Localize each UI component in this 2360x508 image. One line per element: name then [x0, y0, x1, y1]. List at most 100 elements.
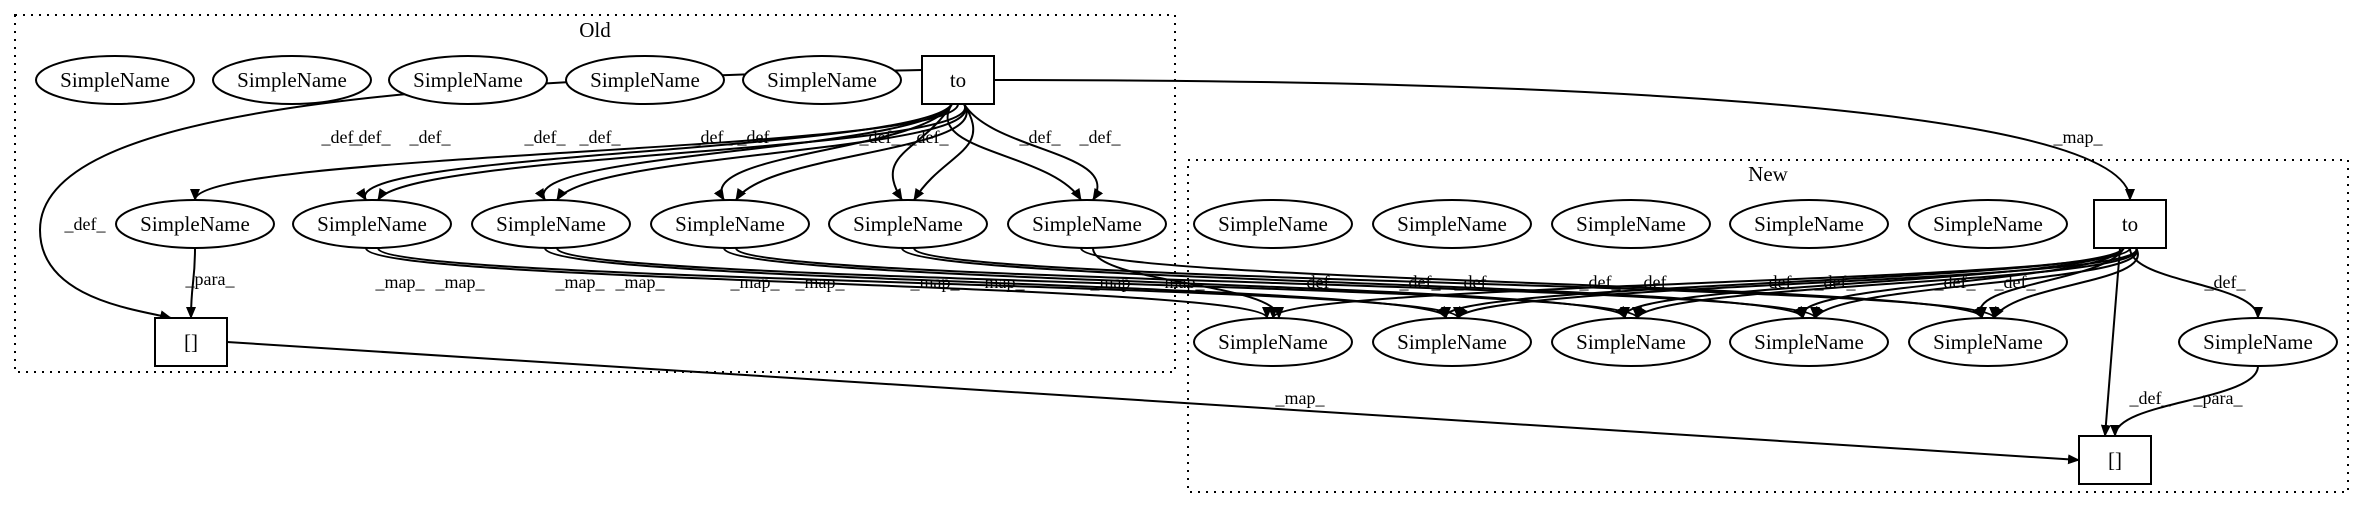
node-label: SimpleName	[1576, 330, 1686, 354]
old-cluster-box	[14, 14, 1176, 373]
node-label: SimpleName	[1933, 330, 2043, 354]
edge-label-def: _def_	[1019, 127, 1062, 147]
edge-def-arrow	[891, 103, 953, 201]
edge-def-arrow	[913, 103, 975, 201]
edge-label-def: _def_	[859, 127, 902, 147]
edge-map-arrow	[901, 247, 1808, 319]
edge-map-arrow	[544, 247, 1451, 319]
node-ellipse	[1908, 317, 2068, 367]
node-ellipse	[828, 199, 988, 249]
node-o-iso2: SimpleName	[212, 55, 372, 105]
node-ellipse	[1729, 199, 1889, 249]
node-o-to: to	[921, 55, 995, 105]
node-box	[2078, 435, 2152, 485]
node-label: []	[2108, 448, 2122, 472]
edge-label-def: _def_	[737, 127, 780, 147]
node-ellipse	[2178, 317, 2338, 367]
edge-def-arrow	[355, 103, 953, 201]
node-label: SimpleName	[1754, 330, 1864, 354]
edge-label-def: _def_	[1297, 272, 1340, 292]
node-label: SimpleName	[317, 212, 427, 236]
edge-label-def: _def_	[1079, 127, 1122, 147]
edge-def-arrow	[2100, 247, 2121, 437]
node-ellipse	[1551, 199, 1711, 249]
node-ellipse	[1007, 199, 1167, 249]
edge-def-arrow	[2129, 247, 2263, 319]
node-n-to: to	[2093, 199, 2167, 249]
edge-label-def: _def_	[321, 127, 364, 147]
node-n-sn3: SimpleName	[1729, 317, 1889, 367]
edge-label-map: _map_	[435, 272, 486, 292]
node-o-sn5: SimpleName	[1007, 199, 1167, 249]
edge-label-def: _def_	[1634, 272, 1677, 292]
node-ellipse	[1372, 317, 1532, 367]
node-o-iso4: SimpleName	[565, 55, 725, 105]
node-label: SimpleName	[1576, 212, 1686, 236]
edge-label-def: _def_	[1399, 272, 1442, 292]
node-n-sn5: SimpleName	[2178, 317, 2338, 367]
node-o-sn4: SimpleName	[828, 199, 988, 249]
node-label: SimpleName	[2203, 330, 2313, 354]
edge-para-arrow	[2110, 365, 2259, 437]
edges: _map__def__def__def__def__def__def__def_…	[38, 69, 2263, 465]
node-ellipse	[115, 199, 275, 249]
node-box	[154, 317, 228, 367]
node-ellipse	[650, 199, 810, 249]
edge-label-def: _def_	[1814, 272, 1857, 292]
edge-map-arrow	[993, 79, 2135, 201]
node-o-sn3: SimpleName	[650, 199, 810, 249]
edge-def-arrow	[735, 103, 968, 201]
node-ellipse	[212, 55, 372, 105]
node-n-iso3: SimpleName	[1551, 199, 1711, 249]
node-label: SimpleName	[413, 68, 523, 92]
edge-label-def: _def_	[907, 127, 950, 147]
node-ellipse	[1193, 317, 1353, 367]
old-cluster-label: Old	[579, 18, 611, 42]
node-n-iso5: SimpleName	[1908, 199, 2068, 249]
edge-label-map: _map_	[2053, 127, 2104, 147]
edge-label-map: _map_	[555, 272, 606, 292]
node-ellipse	[1908, 199, 2068, 249]
edge-def-arrow	[1615, 247, 2125, 319]
node-label: SimpleName	[496, 212, 606, 236]
node-ellipse	[388, 55, 548, 105]
edge-label-def: _def_	[691, 127, 734, 147]
edge-label-para: _para_	[2193, 388, 2244, 408]
new-cluster-label: New	[1748, 162, 1788, 186]
node-label: []	[184, 330, 198, 354]
node-o-iso1: SimpleName	[35, 55, 195, 105]
node-label: SimpleName	[60, 68, 170, 92]
node-ellipse	[742, 55, 902, 105]
edge-map-arrow	[226, 341, 2080, 465]
node-n-iso4: SimpleName	[1729, 199, 1889, 249]
edge-def-arrow	[1457, 247, 2138, 319]
node-label: SimpleName	[1754, 212, 1864, 236]
edge-def-arrow	[534, 103, 953, 201]
node-label: SimpleName	[590, 68, 700, 92]
node-label: SimpleName	[1032, 212, 1142, 236]
edge-label-map: _map_	[1155, 272, 1206, 292]
edge-label-def: _def_	[409, 127, 452, 147]
edge-label-map: _map_	[910, 272, 961, 292]
edge-label-map: _map_	[615, 272, 666, 292]
node-label: SimpleName	[1397, 212, 1507, 236]
edge-map-arrow	[1080, 247, 1987, 319]
edge-label-map: _map_	[375, 272, 426, 292]
edge-def-arrow	[1793, 247, 2125, 319]
node-label: to	[950, 68, 966, 92]
node-ellipse	[35, 55, 195, 105]
node-ellipse	[1372, 199, 1532, 249]
edge-label-map: _map_	[1275, 388, 1326, 408]
edge-def-arrow	[1636, 247, 2138, 319]
node-label: SimpleName	[853, 212, 963, 236]
edge-label-def: _def_	[64, 214, 107, 234]
node-o-sn0: SimpleName	[115, 199, 275, 249]
node-label: SimpleName	[140, 212, 250, 236]
edge-def-arrow	[556, 103, 967, 201]
node-label: SimpleName	[675, 212, 785, 236]
edge-label-def: _def_	[1994, 272, 2037, 292]
edge-label-def: _def_	[1934, 272, 1977, 292]
edge-label-def: _def_	[2129, 388, 2172, 408]
edge-def-arrow	[1436, 247, 2125, 319]
node-n-iso1: SimpleName	[1193, 199, 1353, 249]
